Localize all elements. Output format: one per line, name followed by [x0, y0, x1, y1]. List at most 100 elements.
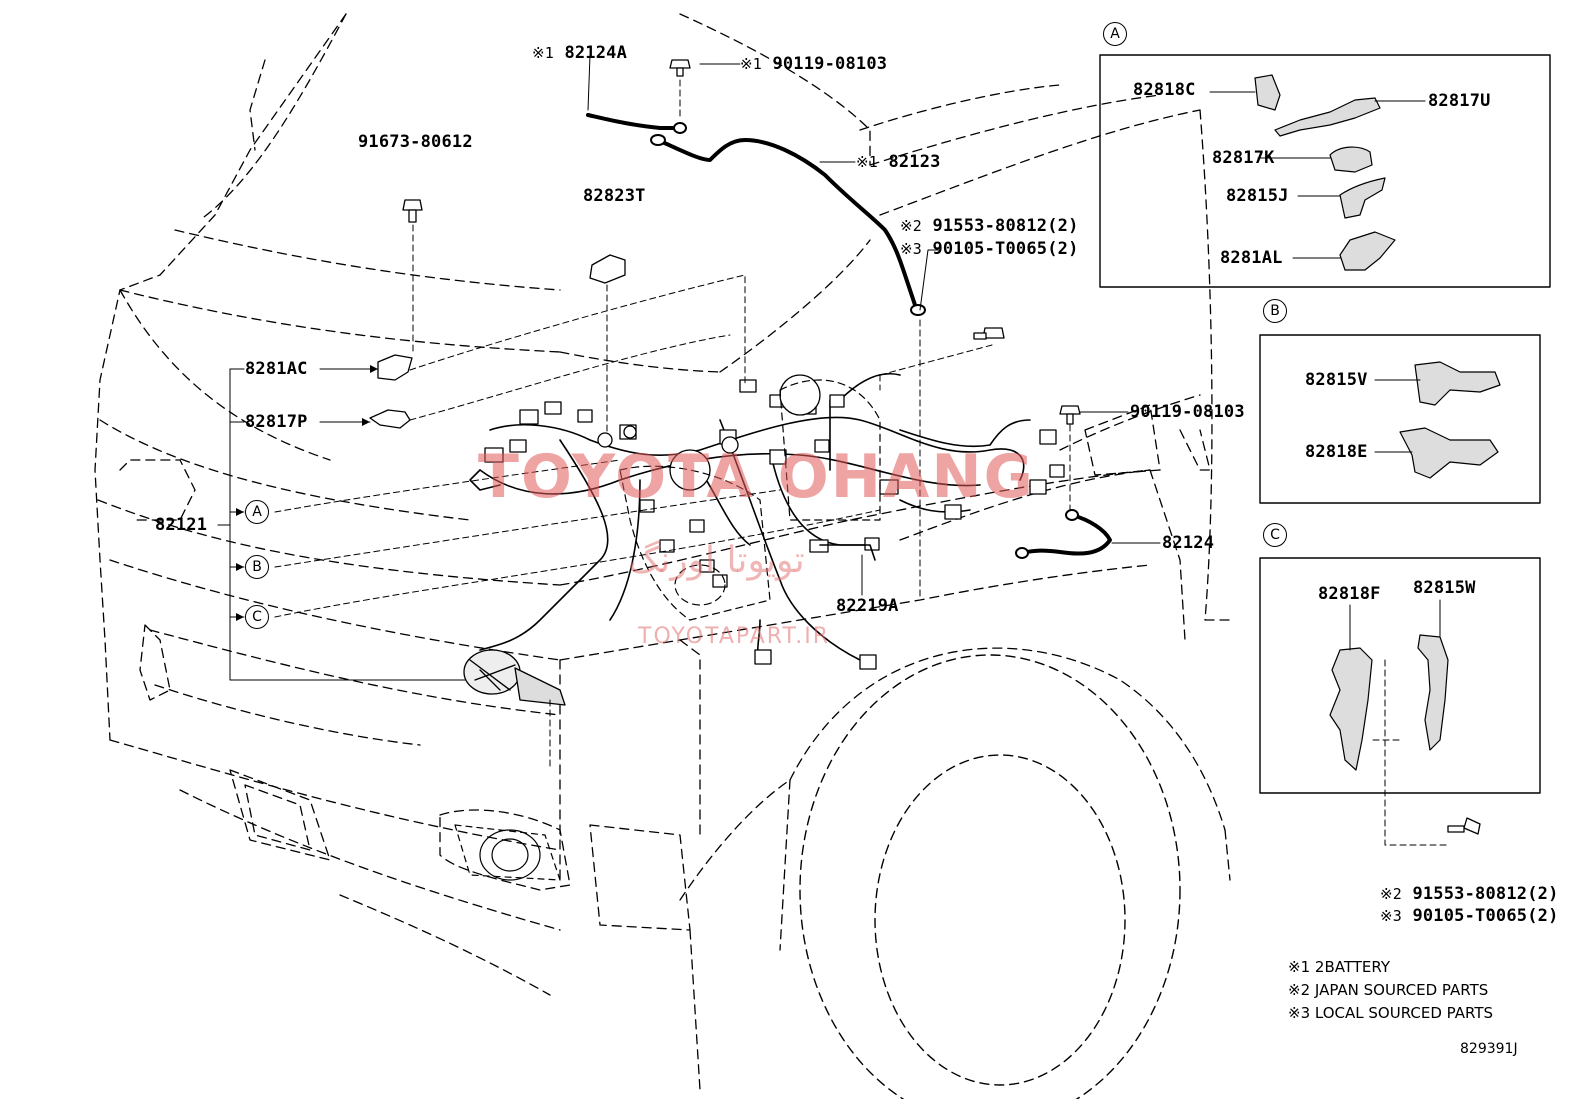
callout-82121: 82121 — [155, 515, 207, 535]
battery-cable-82123 — [656, 138, 917, 307]
part-code: 90105-T0065(2) — [1412, 906, 1559, 926]
detail-a-parts — [1254, 74, 1396, 271]
bolt-91673 — [402, 199, 423, 223]
ref-circle-b-detail: B — [1263, 299, 1287, 323]
part-code: 82124A — [564, 43, 628, 63]
part-code: 90119-08103 — [1130, 402, 1245, 422]
bolt-91553-c — [1447, 817, 1481, 835]
ref-circle-a-main: A — [245, 500, 269, 524]
callout-82823T: 82823T — [583, 186, 646, 206]
callout-82817U: 82817U — [1428, 91, 1491, 111]
part-code: 90119-08103 — [772, 54, 888, 74]
callout-82124: 82124 — [1162, 533, 1214, 553]
callout-82815J: 82815J — [1226, 186, 1289, 206]
bolt-91553-main — [973, 327, 1005, 340]
part-code: 82818F — [1318, 584, 1381, 604]
part-code: 82818E — [1305, 442, 1368, 462]
watermark-brand: TOYOTA OHANG — [478, 442, 1035, 512]
legend-row: ※3 LOCAL SOURCED PARTS — [1288, 1002, 1493, 1025]
part-code: 8281AL — [1220, 248, 1283, 268]
part-code: 8281AC — [245, 359, 308, 379]
legend-text: 2BATTERY — [1314, 958, 1391, 976]
ref-circle-c-main: C — [245, 605, 269, 629]
callout-82817P: 82817P — [245, 412, 308, 432]
fog-lamp — [454, 824, 561, 881]
callout-82817K: 82817K — [1212, 148, 1275, 168]
cable-82124a — [586, 113, 680, 130]
legend-mark: ※3 — [1288, 1004, 1311, 1022]
part-code: 91553-80812(2) — [932, 216, 1079, 236]
part-code: 82815V — [1305, 370, 1368, 390]
part-code: 82817P — [245, 412, 308, 432]
callout-8281AC: 8281AC — [245, 359, 308, 379]
callout-90119-08103-right: 90119-08103 — [1130, 402, 1245, 422]
terminal-cover-82823t — [589, 254, 626, 284]
note-mark: ※1 — [856, 153, 878, 171]
figure-number: 829391J — [1460, 1041, 1518, 1057]
headlamp-connector — [463, 649, 566, 706]
callout-82219A: 82219A — [836, 596, 899, 616]
bolt-90119-top — [669, 59, 691, 77]
part-code: 82818C — [1133, 80, 1196, 100]
front-wheel — [799, 654, 1181, 1099]
callout-82818C: 82818C — [1133, 80, 1196, 100]
ref-circle-a-detail: A — [1103, 22, 1127, 46]
detail-a-leaders — [1209, 91, 1426, 259]
callout-82818F: 82818F — [1318, 584, 1381, 604]
callout-90119-08103-top: ※1 90119-08103 — [740, 54, 887, 74]
bolt-90119-right — [1059, 405, 1081, 425]
legend-row: ※2 JAPAN SOURCED PARTS — [1288, 979, 1488, 1002]
callout-82124A: ※1 82124A — [532, 43, 627, 63]
legend-text: LOCAL SOURCED PARTS — [1314, 1004, 1494, 1022]
callout-90105-T0065-main: ※3 90105-T0065(2) — [900, 239, 1079, 259]
part-code: 82124 — [1162, 533, 1215, 553]
part-code: 91673-80612 — [358, 132, 473, 152]
part-code: 90105-T0065(2) — [932, 239, 1079, 259]
callout-91673-80612: 91673-80612 — [358, 132, 473, 152]
note-mark: ※2 — [1380, 885, 1402, 903]
part-code: 82219A — [836, 596, 899, 616]
part-code: 82817U — [1428, 91, 1491, 111]
watermark-url: TOYOTAPART.IR — [638, 624, 831, 649]
clip-82817p — [369, 409, 411, 429]
part-code: 82817K — [1212, 148, 1275, 168]
connector-82219a — [819, 544, 876, 561]
watermark-persian: تویوتا اورنگ — [628, 540, 805, 581]
part-code: 91553-80812(2) — [1412, 884, 1559, 904]
legend-mark: ※1 — [1288, 958, 1311, 976]
callout-91553-80812-main: ※2 91553-80812(2) — [900, 216, 1079, 236]
detail-box-c — [1259, 557, 1541, 794]
leader-lines — [274, 79, 1449, 846]
detail-c-leaders — [1349, 599, 1441, 651]
part-code: 82815W — [1413, 578, 1476, 598]
detail-c-parts — [1329, 634, 1449, 771]
detail-b-parts — [1399, 361, 1501, 479]
part-code: 82123 — [888, 152, 941, 172]
callout-82815V: 82815V — [1305, 370, 1368, 390]
note-mark: ※1 — [532, 44, 554, 62]
ref-circle-c-detail: C — [1263, 523, 1287, 547]
engine-components — [619, 379, 881, 621]
part-code: 82121 — [155, 515, 208, 535]
detail-box-a — [1099, 54, 1551, 288]
note-mark: ※1 — [740, 55, 762, 73]
bracket-8281ac — [377, 354, 413, 381]
legend-mark: ※2 — [1288, 981, 1311, 999]
ref-circle-b-main: B — [245, 555, 269, 579]
callout-90105-T0065-c: ※3 90105-T0065(2) — [1380, 906, 1559, 926]
detail-box-b — [1259, 334, 1541, 504]
note-mark: ※2 — [900, 217, 922, 235]
note-mark: ※3 — [1380, 907, 1402, 925]
detail-b-leaders — [1374, 379, 1421, 453]
callout-82815W: 82815W — [1413, 578, 1476, 598]
callout-8281AL: 8281AL — [1220, 248, 1283, 268]
legend-row: ※1 2BATTERY — [1288, 956, 1390, 979]
legend-text: JAPAN SOURCED PARTS — [1314, 981, 1489, 999]
callout-82818E: 82818E — [1305, 442, 1368, 462]
engine-wire-harness — [469, 373, 1031, 661]
callout-82123: ※1 82123 — [856, 152, 941, 172]
cable-82124 — [1020, 513, 1112, 556]
note-mark: ※3 — [900, 240, 922, 258]
part-code: 82823T — [583, 186, 646, 206]
